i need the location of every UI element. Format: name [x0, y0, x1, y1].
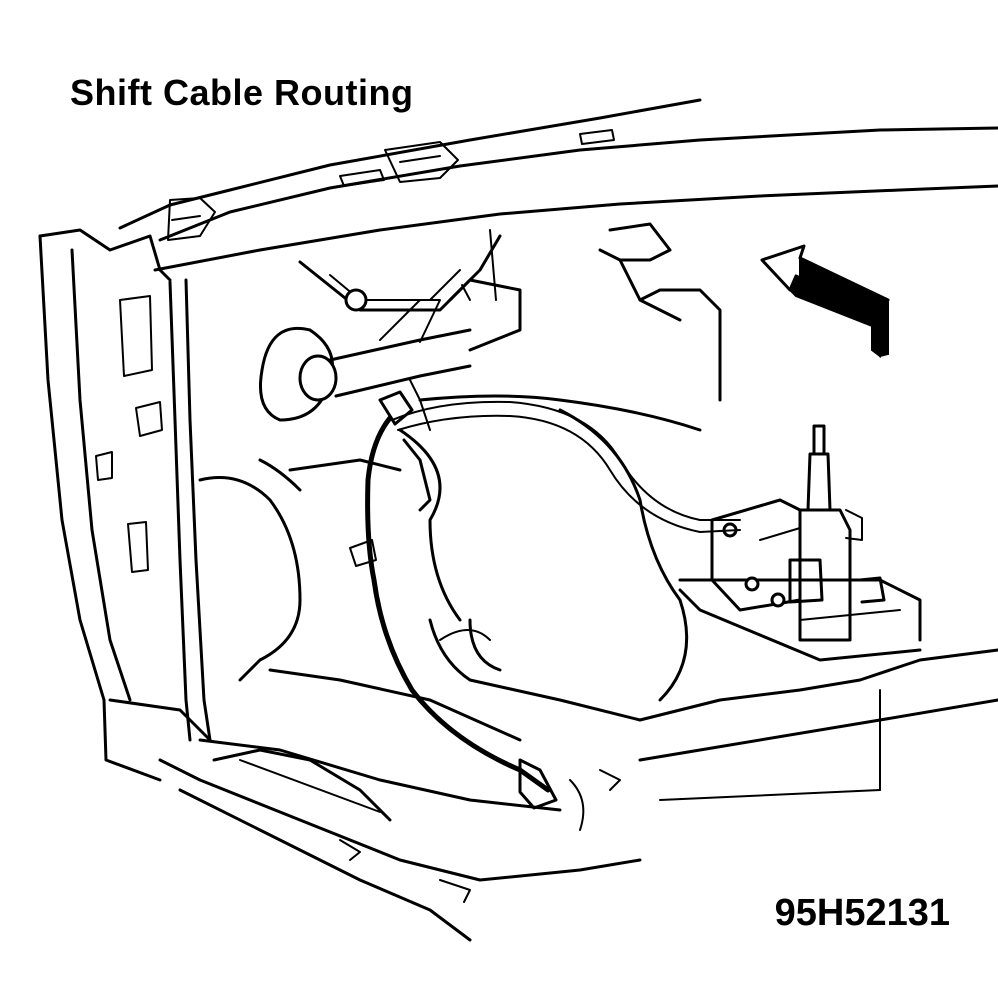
left-floor-pan — [158, 458, 642, 942]
figure-title: Shift Cable Routing — [70, 72, 414, 113]
transmission-tunnel — [398, 394, 702, 722]
shift-cable — [349, 379, 741, 793]
view-direction-arrow-icon — [760, 244, 890, 358]
floor-console — [598, 222, 998, 801]
shifter-assembly — [710, 424, 901, 642]
instrument-panel-top — [118, 98, 998, 272]
figure-code: 95H52131 — [774, 892, 950, 934]
steering-column — [259, 229, 522, 422]
left-body-pillar — [38, 228, 212, 782]
